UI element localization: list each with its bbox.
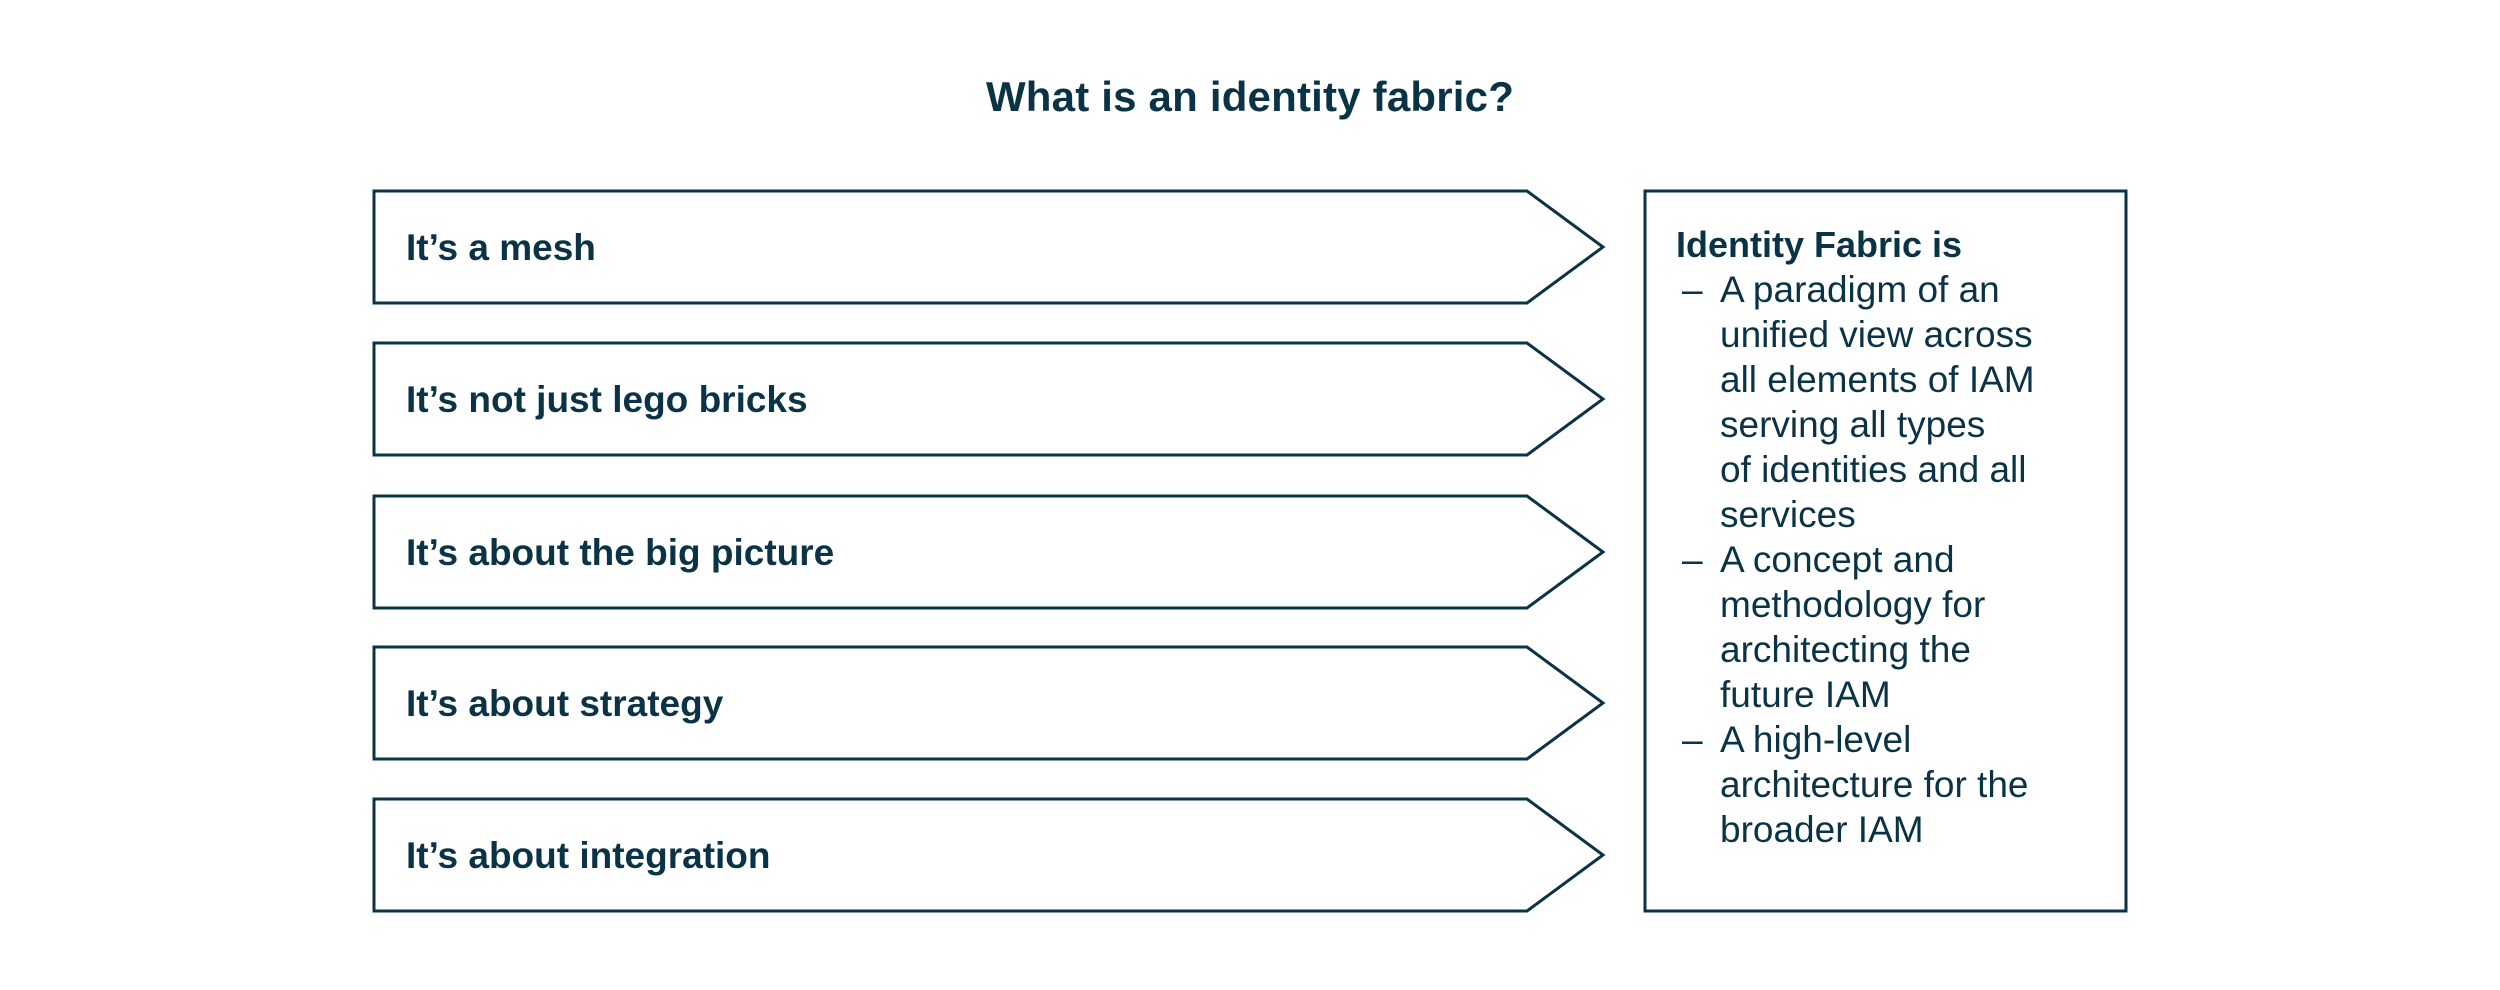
arrow-label-strategy: It’s about strategy bbox=[406, 683, 724, 724]
definition-line: future IAM bbox=[1720, 674, 1891, 715]
definition-line: serving all types bbox=[1720, 404, 1986, 445]
arrow-label-lego-bricks: It’s not just lego bricks bbox=[406, 379, 808, 420]
definition-line: architecting the bbox=[1720, 629, 1971, 670]
definition-item-concept: – A concept and methodology for architec… bbox=[1676, 537, 2106, 717]
dash-bullet-icon: – bbox=[1682, 719, 1703, 760]
definition-list: – A paradigm of an unified view across a… bbox=[1676, 267, 2106, 852]
definition-item-architecture: – A high-level architecture for the broa… bbox=[1676, 717, 2106, 852]
definition-line: broader IAM bbox=[1720, 809, 1924, 850]
page-title: What is an identity fabric? bbox=[985, 73, 1515, 120]
arrow-label-integration: It’s about integration bbox=[406, 835, 771, 876]
definition-line: A concept and bbox=[1720, 539, 1955, 580]
definition-line: architecture for the bbox=[1720, 764, 2029, 805]
arrow-label-big-picture: It’s about the big picture bbox=[406, 532, 835, 573]
dash-bullet-icon: – bbox=[1682, 539, 1703, 580]
definition-line: unified view across bbox=[1720, 314, 2033, 355]
info-box-heading: Identity Fabric is bbox=[1676, 224, 1963, 265]
arrow-shape-4 bbox=[372, 645, 1606, 761]
arrow-shape-1 bbox=[372, 189, 1606, 305]
definition-line: services bbox=[1720, 494, 1856, 535]
arrow-shape-5 bbox=[372, 797, 1606, 913]
arrow-shape-3 bbox=[372, 494, 1606, 610]
definition-line: of identities and all bbox=[1720, 449, 2027, 490]
arrow-label-mesh: It’s a mesh bbox=[406, 227, 596, 268]
definition-line: all elements of IAM bbox=[1720, 359, 2035, 400]
definition-line: A paradigm of an bbox=[1720, 269, 2000, 310]
definition-item-paradigm: – A paradigm of an unified view across a… bbox=[1676, 267, 2106, 537]
definition-line: methodology for bbox=[1720, 584, 1986, 625]
definition-line: A high-level bbox=[1720, 719, 1912, 760]
info-box-frame bbox=[1643, 189, 2128, 913]
identity-fabric-definition-box: Identity Fabric is – A paradigm of an un… bbox=[1676, 222, 2106, 852]
arrow-shape-2 bbox=[372, 341, 1606, 457]
dash-bullet-icon: – bbox=[1682, 269, 1703, 310]
